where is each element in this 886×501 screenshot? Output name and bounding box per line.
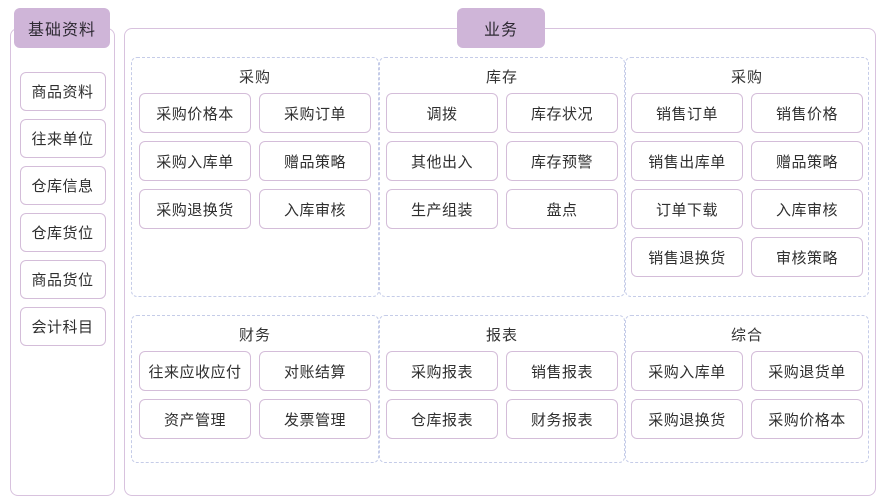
business-group-title: 报表 — [485, 327, 518, 344]
business-group-title: 综合 — [730, 327, 763, 344]
business-tile[interactable]: 采购入库单 — [139, 141, 251, 181]
basic-data-section-badge: 基础资料 — [14, 8, 110, 48]
basic-data-item[interactable]: 仓库货位 — [19, 213, 106, 252]
business-tile[interactable]: 发票管理 — [259, 399, 371, 439]
business-tile[interactable]: 采购价格本 — [751, 399, 863, 439]
business-tile[interactable]: 往来应收应付 — [139, 351, 251, 391]
business-tile[interactable]: 采购退货单 — [751, 351, 863, 391]
business-tile[interactable]: 采购报表 — [386, 351, 498, 391]
business-group: 采购采购价格本采购订单采购入库单赠品策略采购退换货入库审核 — [131, 57, 379, 297]
basic-data-item-list: 商品资料往来单位仓库信息仓库货位商品货位会计科目 — [10, 72, 115, 346]
business-tile[interactable]: 销售订单 — [631, 93, 743, 133]
business-tile[interactable]: 生产组装 — [386, 189, 498, 229]
business-tile-grid: 往来应收应付对账结算资产管理发票管理 — [139, 351, 371, 439]
business-tile[interactable]: 采购入库单 — [631, 351, 743, 391]
business-group-title: 采购 — [238, 69, 271, 86]
business-tile[interactable]: 盘点 — [506, 189, 618, 229]
business-tile-grid: 采购入库单采购退货单采购退换货采购价格本 — [631, 351, 863, 439]
business-tile[interactable]: 资产管理 — [139, 399, 251, 439]
business-tile[interactable]: 财务报表 — [506, 399, 618, 439]
business-tile[interactable]: 采购订单 — [259, 93, 371, 133]
business-tile[interactable]: 库存预警 — [506, 141, 618, 181]
business-tile[interactable]: 赠品策略 — [751, 141, 863, 181]
business-group-title: 库存 — [485, 69, 518, 86]
business-tile[interactable]: 销售价格 — [751, 93, 863, 133]
business-tile[interactable]: 其他出入 — [386, 141, 498, 181]
business-section-badge: 业务 — [457, 8, 545, 48]
business-group-title: 采购 — [730, 69, 763, 86]
basic-data-item[interactable]: 仓库信息 — [19, 166, 106, 205]
business-tile[interactable]: 采购退换货 — [139, 189, 251, 229]
business-tile[interactable]: 审核策略 — [751, 237, 863, 277]
business-tile[interactable]: 订单下载 — [631, 189, 743, 229]
business-tile[interactable]: 对账结算 — [259, 351, 371, 391]
business-tile-grid: 销售订单销售价格销售出库单赠品策略订单下载入库审核销售退换货审核策略 — [631, 93, 863, 277]
business-tile[interactable]: 入库审核 — [259, 189, 371, 229]
business-tile[interactable]: 采购退换货 — [631, 399, 743, 439]
business-tile[interactable]: 销售退换货 — [631, 237, 743, 277]
business-tile-grid: 采购价格本采购订单采购入库单赠品策略采购退换货入库审核 — [139, 93, 371, 229]
basic-data-item[interactable]: 商品货位 — [19, 260, 106, 299]
business-tile[interactable]: 销售出库单 — [631, 141, 743, 181]
business-tile-grid: 采购报表销售报表仓库报表财务报表 — [386, 351, 618, 439]
business-tile-grid: 调拨库存状况其他出入库存预警生产组装盘点 — [386, 93, 618, 229]
business-group: 采购销售订单销售价格销售出库单赠品策略订单下载入库审核销售退换货审核策略 — [625, 57, 869, 297]
business-group: 财务往来应收应付对账结算资产管理发票管理 — [131, 315, 379, 463]
business-tile[interactable]: 赠品策略 — [259, 141, 371, 181]
basic-data-item[interactable]: 商品资料 — [19, 72, 106, 111]
business-tile[interactable]: 采购价格本 — [139, 93, 251, 133]
business-tile[interactable]: 销售报表 — [506, 351, 618, 391]
business-group: 报表采购报表销售报表仓库报表财务报表 — [379, 315, 625, 463]
basic-data-item[interactable]: 往来单位 — [19, 119, 106, 158]
business-group-title: 财务 — [238, 327, 271, 344]
business-tile[interactable]: 库存状况 — [506, 93, 618, 133]
business-group: 综合采购入库单采购退货单采购退换货采购价格本 — [625, 315, 869, 463]
business-tile[interactable]: 入库审核 — [751, 189, 863, 229]
business-tile[interactable]: 调拨 — [386, 93, 498, 133]
business-group-grid: 采购采购价格本采购订单采购入库单赠品策略采购退换货入库审核库存调拨库存状况其他出… — [131, 57, 869, 463]
basic-data-item[interactable]: 会计科目 — [19, 307, 106, 346]
business-tile[interactable]: 仓库报表 — [386, 399, 498, 439]
business-group: 库存调拨库存状况其他出入库存预警生产组装盘点 — [379, 57, 625, 297]
